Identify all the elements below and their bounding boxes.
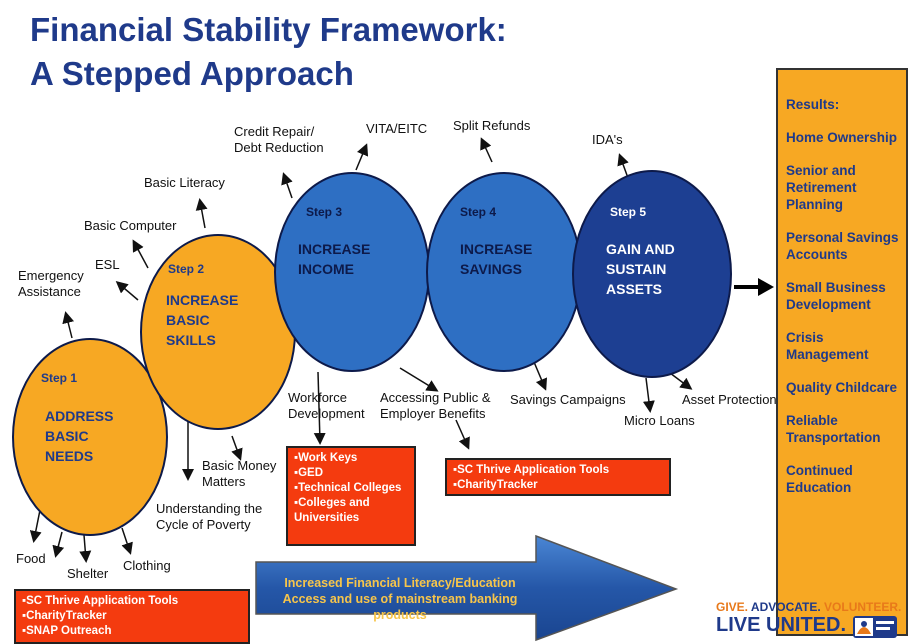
result-item: Reliable Transportation [786,413,881,445]
literacy-arrow [255,534,679,642]
benefits-resource-1: SC Thrive Application Tools [453,463,663,478]
step-5-title: GAIN AND SUSTAIN ASSETS [606,239,675,299]
result-item: Quality Childcare [786,380,898,395]
step-4-line-1: INCREASE [460,241,533,257]
label-idas: IDA's [592,132,623,147]
label-clothing: Clothing [123,558,171,573]
step-3-line-1: INCREASE [298,241,371,257]
step-1-resources-box: SC Thrive Application Tools CharityTrack… [14,589,250,644]
benefits-resources-box: SC Thrive Application Tools CharityTrack… [445,458,671,496]
step-1-line-1: ADDRESS [45,408,114,424]
step-1-line-3: NEEDS [45,448,94,464]
logo-volunteer: VOLUNTEER. [824,600,902,614]
label-accessing-line-2: Employer Benefits [380,406,486,421]
step-4-ellipse [426,172,582,372]
step-4-line-2: SAVINGS [460,261,522,277]
step-1-title: ADDRESS BASIC NEEDS [45,406,113,466]
workforce-resource-4: Colleges and Universities [294,496,408,526]
logo-tagline: GIVE. ADVOCATE. VOLUNTEER. [716,600,901,614]
result-item: Continued Education [786,463,853,495]
title-line-1: Financial Stability Framework: [30,11,507,48]
step-3-line-2: INCOME [298,261,354,277]
step1-resource-1: SC Thrive Application Tools [22,594,242,609]
label-accessing-benefits: Accessing Public & Employer Benefits [380,390,491,422]
result-item: Crisis Management [786,330,869,362]
label-emergency-line-1: Emergency [18,268,84,283]
label-money-line-1: Basic Money [202,458,277,473]
label-asset-protection: Asset Protection [682,392,777,407]
label-micro-loans: Micro Loans [624,413,695,428]
step-2-line-1: INCREASE [166,292,239,308]
literacy-arrow-text: Increased Financial Literacy/Education A… [260,575,540,623]
step-4-title: INCREASE SAVINGS [460,239,532,279]
workforce-resource-1: Work Keys [294,451,408,466]
step-5-line-1: GAIN AND [606,241,675,257]
step-1-label: Step 1 [41,371,78,385]
label-understanding-poverty: Understanding the Cycle of Poverty [156,501,262,533]
logo-advocate: ADVOCATE. [750,600,821,614]
label-accessing-line-1: Accessing Public & [380,390,491,405]
step-2-label: Step 2 [168,262,205,276]
label-food: Food [16,551,46,566]
workforce-resource-3: Technical Colleges [294,481,408,496]
label-workforce-development: Workforce Development [288,390,365,422]
step-3-ellipse [274,172,430,372]
step-1-ellipse [12,338,168,536]
step-5-line-2: SUSTAIN [606,261,667,277]
label-credit-line-1: Credit Repair/ [234,124,315,139]
result-item: Personal Savings Accounts [786,230,899,262]
step-4-label: Step 4 [460,205,497,219]
step-5-line-3: ASSETS [606,281,663,297]
logo-live-united: LIVE UNITED. [716,614,847,636]
results-heading: Results: [786,97,840,112]
label-esl: ESL [95,257,120,272]
arrow-text-line-2: Access and use of mainstream banking pro… [282,592,518,622]
step-2-ellipse [140,234,296,430]
results-box: Results: Home Ownership Senior and Retir… [776,68,908,636]
step-1-line-2: BASIC [45,428,89,444]
label-understanding-line-1: Understanding the [156,501,263,516]
benefits-resource-2: CharityTracker [453,478,663,493]
step-2-title: INCREASE BASIC SKILLS [166,290,238,350]
label-vita-eitc: VITA/EITC [366,121,428,136]
workforce-resources-box: Work Keys GED Technical Colleges College… [286,446,416,546]
label-split-refunds: Split Refunds [453,118,531,133]
step-2-line-2: BASIC [166,312,210,328]
result-item: Home Ownership [786,130,898,145]
label-credit-repair: Credit Repair/ Debt Reduction [234,124,324,156]
step-5-label: Step 5 [610,205,647,219]
label-basic-computer: Basic Computer [84,218,177,233]
label-workforce-line-2: Development [288,406,365,421]
logo-give: GIVE. [716,600,749,614]
label-shelter: Shelter [67,566,109,581]
label-emergency-line-2: Assistance [18,284,81,299]
step1-resource-3: SNAP Outreach [22,624,242,639]
page-title: Financial Stability Framework: A Stepped… [30,8,507,96]
label-money-line-2: Matters [202,474,246,489]
label-basic-money-matters: Basic Money Matters [202,458,276,490]
label-understanding-line-2: Cycle of Poverty [156,517,251,532]
label-emergency-assistance: Emergency Assistance [18,268,84,300]
step1-resource-2: CharityTracker [22,609,242,624]
step-3-title: INCREASE INCOME [298,239,370,279]
step-3-label: Step 3 [306,205,343,219]
united-way-logo-icon [853,616,897,638]
label-credit-line-2: Debt Reduction [234,140,324,155]
step-5-ellipse [572,170,732,378]
result-item: Small Business Development [786,280,886,312]
label-basic-literacy: Basic Literacy [144,175,225,190]
step-2-line-3: SKILLS [166,332,216,348]
arrow-text-line-1: Increased Financial Literacy/Education [284,576,516,590]
title-line-2: A Stepped Approach [30,55,354,92]
label-savings-campaigns: Savings Campaigns [510,392,626,407]
workforce-resource-2: GED [294,466,408,481]
label-workforce-line-1: Workforce [288,390,347,405]
result-item: Senior and Retirement Planning [786,163,857,212]
